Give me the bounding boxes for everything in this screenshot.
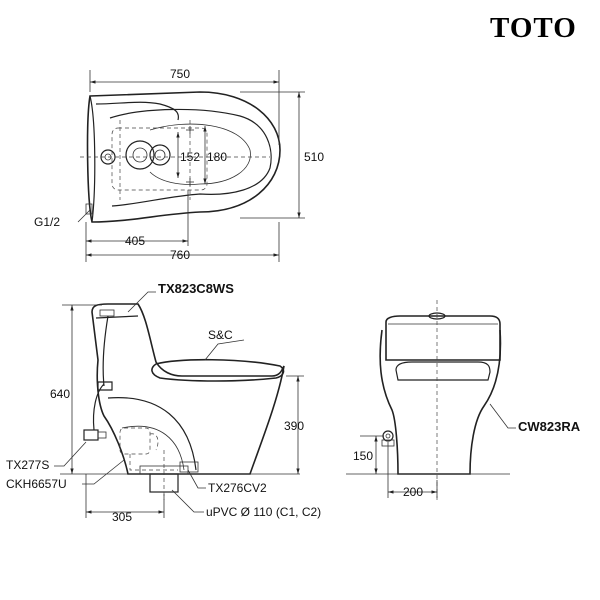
- dim-depth: 510: [304, 150, 324, 164]
- dim-supply-height: 150: [353, 449, 373, 463]
- dim-bolt-152: 152: [180, 150, 200, 164]
- label-flange: TX276CV2: [208, 481, 267, 495]
- side-view-supply-hose: [92, 383, 105, 431]
- supply-label-top: G1/2: [34, 215, 60, 229]
- side-view-drain-pipe: [149, 473, 179, 493]
- top-view-seat: [109, 108, 272, 207]
- side-view-angle-valve: [83, 429, 99, 441]
- dim-rough-in: 305: [112, 510, 132, 524]
- top-view-bowl-opening: [149, 123, 251, 185]
- label-drain: uPVC Ø 110 (C1, C2): [206, 505, 321, 519]
- dim-supply-offset: 405: [125, 234, 145, 248]
- front-view-seat: [395, 361, 491, 381]
- top-view-valve-circle: [125, 140, 155, 170]
- dim-bolt-180: 180: [207, 150, 227, 164]
- front-view: 150 200 CW823RA: [346, 300, 581, 500]
- dim-height: 640: [50, 387, 70, 401]
- label-valve: TX277S: [6, 458, 49, 472]
- top-view: 750 510 152 180 G1/2 405 760: [34, 67, 324, 262]
- dim-overall-width: 750: [170, 67, 190, 81]
- label-seat: S&C: [208, 328, 233, 342]
- model-label: CW823RA: [518, 419, 581, 434]
- label-tank: TX823C8WS: [158, 281, 234, 296]
- dim-seat-height: 390: [284, 419, 304, 433]
- side-view-trapway: [107, 397, 197, 471]
- dim-overall-width-base: 760: [170, 248, 190, 262]
- front-view-supply-valve: [382, 430, 394, 442]
- top-view-bowl-outline: [86, 91, 281, 223]
- front-view-tank: [385, 315, 501, 361]
- side-view-seat: [151, 358, 285, 382]
- front-view-body: [379, 329, 502, 475]
- label-connector: CKH6657U: [6, 477, 67, 491]
- brand-logo: TOTO: [490, 12, 577, 44]
- dim-supply-offset-front: 200: [403, 485, 423, 499]
- side-view-body-outline: [91, 303, 285, 475]
- top-view-tank: [89, 95, 96, 223]
- side-view: 640 390 305 TX823C8WS S&C TX277S CKH6657…: [6, 281, 321, 524]
